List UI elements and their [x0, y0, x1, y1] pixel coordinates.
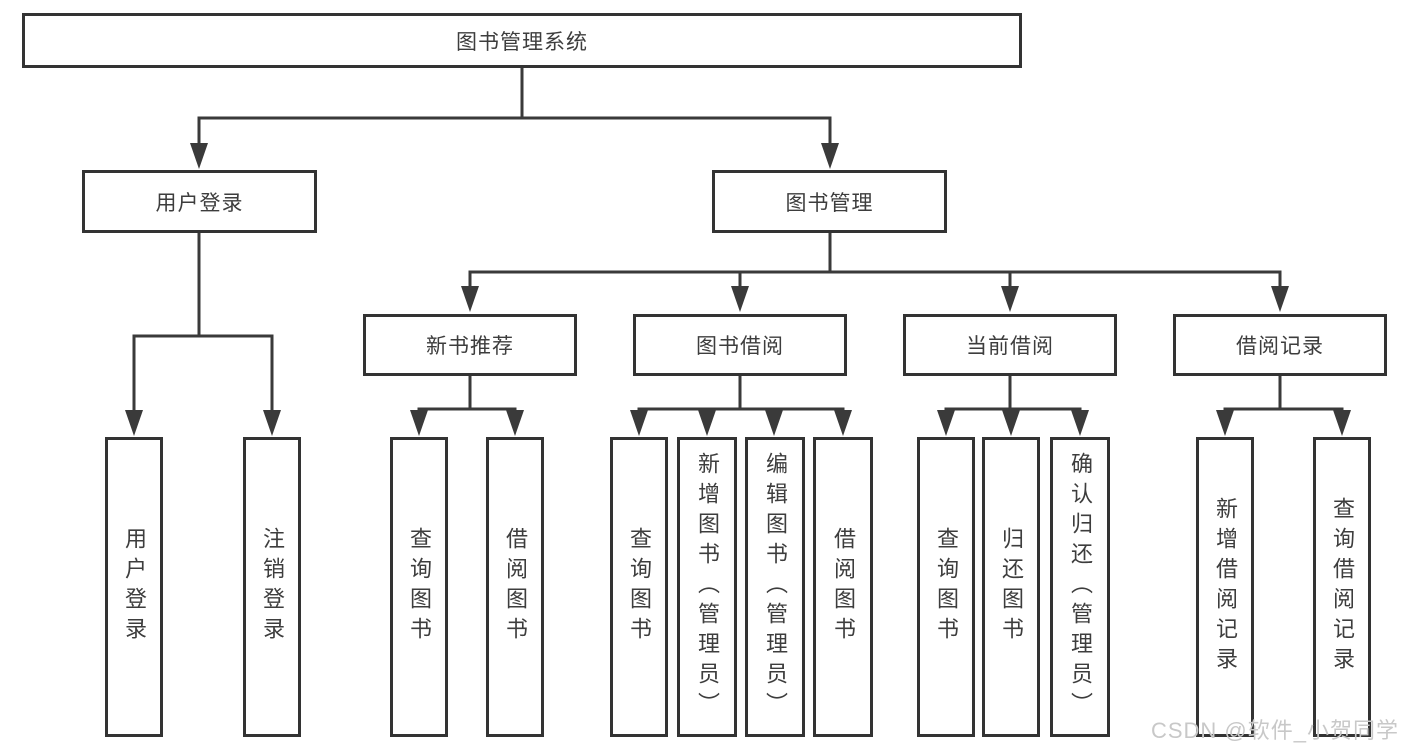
leaf-recommend-borrow-books: 借阅图书 [486, 437, 544, 737]
arrowhead [1001, 286, 1019, 312]
leaf-current-confirm-return-admin-label: 确认归还（管理员） [1068, 452, 1093, 722]
node-book-management: 图书管理 [712, 170, 947, 233]
leaf-current-query-books: 查询图书 [917, 437, 975, 737]
arrowhead [461, 286, 479, 312]
leaf-records-query-record-label: 查询借阅记录 [1330, 497, 1355, 677]
leaf-current-confirm-return-admin: 确认归还（管理员） [1050, 437, 1110, 737]
leaf-user-login: 用户登录 [105, 437, 163, 737]
node-borrow-records-label: 借阅记录 [1236, 335, 1324, 358]
arrowhead [506, 410, 524, 436]
leaf-borrow-edit-books-admin-label: 编辑图书（管理员） [763, 452, 788, 722]
csdn-watermark: CSDN @软件_小贺同学 [1150, 718, 1399, 743]
leaf-logout-label: 注销登录 [260, 527, 285, 647]
node-user-login-label: 用户登录 [155, 191, 244, 215]
arrowhead [1216, 410, 1234, 436]
leaf-borrow-borrow-books: 借阅图书 [813, 437, 873, 737]
arrowhead [1271, 286, 1289, 312]
leaf-current-return-books-label: 归还图书 [999, 527, 1024, 647]
node-new-book-recommend: 新书推荐 [363, 314, 577, 376]
leaf-borrow-query-books: 查询图书 [610, 437, 668, 737]
connector-mgmt-to-level3 [468, 233, 1282, 289]
node-book-management-label: 图书管理 [785, 191, 874, 215]
leaf-borrow-add-books-admin: 新增图书（管理员） [677, 437, 737, 737]
leaf-borrow-add-books-admin-label: 新增图书（管理员） [695, 452, 720, 722]
node-book-borrow-label: 图书借阅 [696, 335, 784, 358]
arrowhead [834, 410, 852, 436]
arrowhead [1333, 410, 1351, 436]
arrowhead [1071, 410, 1089, 436]
connector-current-to-leaves [944, 376, 1082, 413]
node-root: 图书管理系统 [22, 13, 1022, 68]
arrowhead [190, 143, 208, 169]
leaf-current-query-books-label: 查询图书 [934, 527, 959, 647]
connector-root-to-level2 [197, 68, 832, 147]
node-new-book-recommend-label: 新书推荐 [426, 335, 514, 358]
arrowhead [937, 410, 955, 436]
leaf-logout: 注销登录 [243, 437, 301, 737]
node-current-borrow: 当前借阅 [903, 314, 1117, 376]
leaf-borrow-query-books-label: 查询图书 [627, 527, 652, 647]
arrowhead [765, 410, 783, 436]
leaf-recommend-query-books-label: 查询图书 [407, 527, 432, 647]
leaf-current-return-books: 归还图书 [982, 437, 1040, 737]
leaf-records-query-record: 查询借阅记录 [1313, 437, 1371, 737]
connector-borrow-to-leaves [637, 376, 845, 413]
arrowhead [1002, 410, 1020, 436]
arrowhead [630, 410, 648, 436]
node-root-label: 图书管理系统 [456, 30, 588, 54]
node-book-borrow: 图书借阅 [633, 314, 847, 376]
arrowhead [125, 410, 143, 436]
leaf-recommend-borrow-books-label: 借阅图书 [503, 527, 528, 647]
leaf-user-login-label: 用户登录 [122, 527, 147, 647]
leaf-records-add-record-label: 新增借阅记录 [1213, 497, 1238, 677]
connector-records-to-leaves [1223, 376, 1344, 413]
leaf-recommend-query-books: 查询图书 [390, 437, 448, 737]
node-user-login: 用户登录 [82, 170, 317, 233]
connector-login-to-leaves [132, 232, 274, 413]
node-current-borrow-label: 当前借阅 [966, 335, 1054, 358]
arrowhead [821, 143, 839, 169]
arrowhead [263, 410, 281, 436]
leaf-borrow-borrow-books-label: 借阅图书 [831, 527, 856, 647]
leaf-borrow-edit-books-admin: 编辑图书（管理员） [745, 437, 805, 737]
leaf-records-add-record: 新增借阅记录 [1196, 437, 1254, 737]
arrowhead [731, 286, 749, 312]
node-borrow-records: 借阅记录 [1173, 314, 1387, 376]
arrowhead [410, 410, 428, 436]
arrowhead [698, 410, 716, 436]
connector-recommend-to-leaves [417, 376, 517, 413]
arrowheads [125, 143, 1351, 436]
